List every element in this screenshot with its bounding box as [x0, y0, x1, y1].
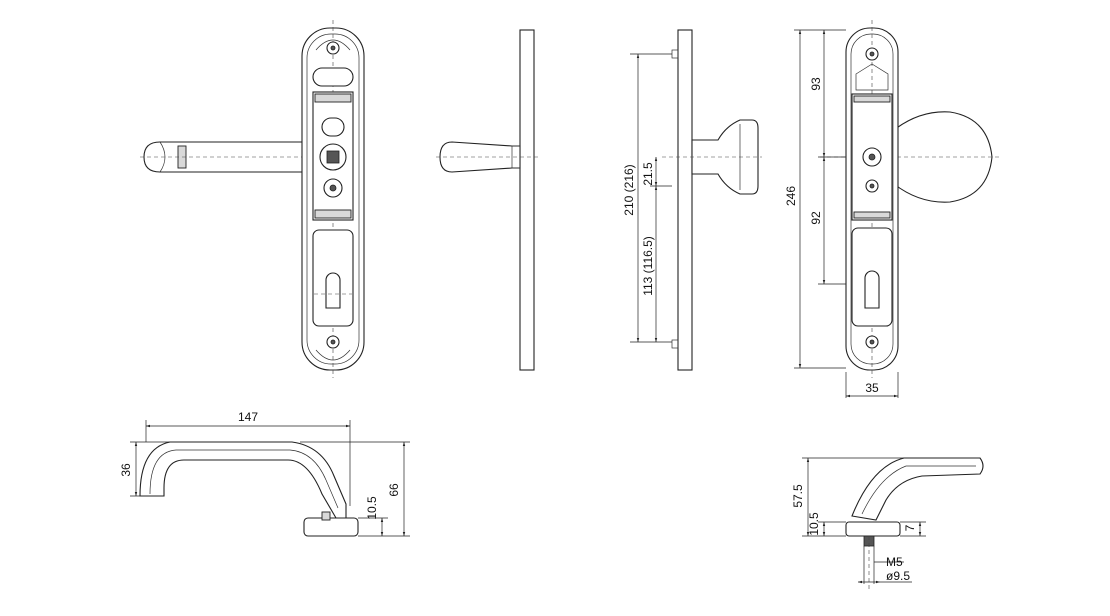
dim-10-5-side: 10.5	[807, 512, 821, 536]
dim-35: 35	[865, 381, 879, 395]
dim-dia-9-5: ø9.5	[886, 569, 910, 583]
view-side-lever	[436, 29, 540, 371]
dim-21-5: 21.5	[641, 162, 655, 186]
dim-93: 93	[809, 77, 823, 91]
dim-36: 36	[119, 463, 133, 477]
dim-66: 66	[387, 483, 401, 497]
dim-10-5-top: 10.5	[365, 496, 379, 520]
view-lever-top: 147 36 10.5 66	[119, 410, 410, 537]
dim-57-5: 57.5	[791, 484, 805, 508]
view-front-lever	[140, 20, 365, 378]
lever-handle	[140, 141, 362, 173]
dim-147: 147	[238, 410, 258, 424]
view-lever-side: 57.5 10.5 7 M5 ø9.5	[791, 457, 984, 590]
view-front-knob: 246 93 92 35	[784, 20, 1000, 398]
dim-7: 7	[903, 524, 917, 531]
front-plate	[301, 20, 365, 378]
dim-92: 92	[809, 211, 823, 225]
dim-210-216: 210 (216)	[622, 164, 636, 215]
dim-m5: M5	[886, 555, 903, 569]
dim-113-116-5: 113 (116.5)	[641, 236, 655, 296]
dim-246: 246	[784, 186, 798, 206]
view-side-knob: 210 (216) 21.5 113 (116.5)	[622, 29, 762, 371]
